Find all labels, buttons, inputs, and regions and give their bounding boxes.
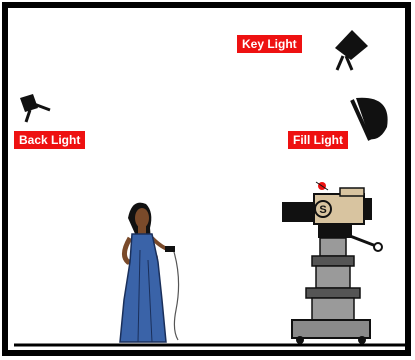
camera-badge: S <box>319 204 326 216</box>
back-light-label: Back Light <box>14 131 85 149</box>
key-light-label: Key Light <box>237 35 302 53</box>
fill-light-label: Fill Light <box>288 131 348 149</box>
